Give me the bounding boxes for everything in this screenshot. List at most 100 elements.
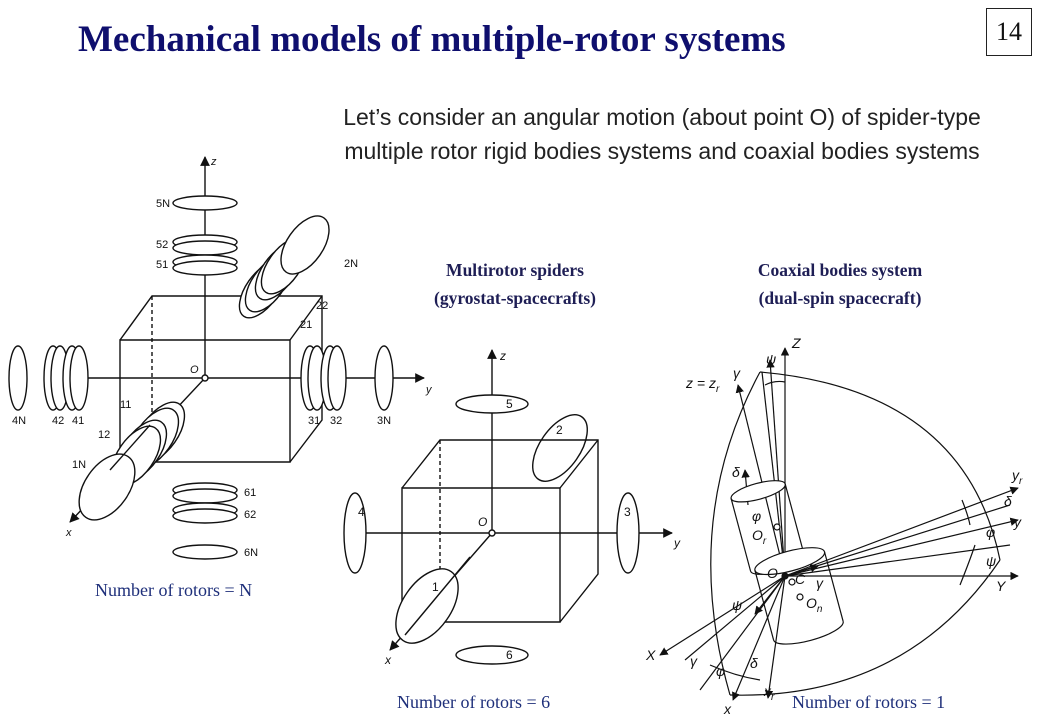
fig2-z-label: z: [499, 349, 506, 363]
fig3-y-label: y: [1013, 514, 1022, 530]
fig3-Or-sub: r: [763, 536, 767, 547]
fig3-On-label: On: [806, 595, 823, 615]
figure-six-rotors: [343, 349, 673, 665]
fig3-gamma-dot-label: γ: [816, 575, 824, 591]
fig3-delta-b-label: δ: [750, 655, 758, 671]
fig3-phi-b-label: φ: [716, 663, 725, 679]
rotor-5: [455, 394, 529, 414]
label-41: 41: [72, 415, 84, 427]
caption-six-rotors: Number of rotors = 6: [397, 692, 551, 712]
fig3-phi-label: φ: [752, 508, 761, 524]
fig2-x-label: x: [384, 653, 392, 667]
spiders-title: Multirotor spiders: [446, 260, 584, 280]
coaxial-title: Coaxial bodies system: [757, 260, 923, 280]
label-21: 21: [300, 319, 312, 331]
label-11: 11: [120, 399, 131, 411]
label-6n: 6N: [244, 547, 258, 559]
label-52: 52: [156, 239, 168, 251]
fig3-delta-dot-label: δ: [732, 464, 740, 480]
fig3-z-text: z = z: [685, 375, 716, 391]
fig3-labels: Z ψ γ z = zr δ φ Or O C On ψ γ yr δ y φ …: [645, 335, 1023, 717]
fig3-X-label: X: [645, 647, 656, 663]
fig3-delta-label: δ: [1004, 493, 1012, 509]
fig2-labels: z y x O 1 2 3 4 5 6: [358, 349, 681, 667]
figure-coaxial: [659, 347, 1019, 701]
label-22: 22: [316, 300, 328, 312]
fig3-xr-sub: r: [771, 692, 775, 703]
coaxial-subtitle: (dual-spin spacecraft): [758, 288, 922, 308]
coaxial-heading: Coaxial bodies system (dual-spin spacecr…: [705, 256, 975, 312]
rotor-6-label: 6: [506, 648, 513, 662]
label-2n: 2N: [344, 258, 358, 270]
fig3-yr-label: yr: [1011, 467, 1023, 487]
label-51: 51: [156, 259, 168, 271]
figure-n-rotors: [8, 156, 425, 560]
rotor-2-label: 2: [556, 423, 563, 437]
fig2-origin-label: O: [478, 515, 487, 529]
disk-52: [172, 240, 238, 256]
disk-41: [69, 345, 89, 411]
fig3-x-label: x: [723, 701, 732, 717]
intro-text: Let’s consider an angular motion (about …: [343, 104, 981, 164]
fig1-labels: z y x O 5N 52 51 2N 22 21 4N 42 41 31 32…: [12, 156, 433, 559]
fig3-O-label: O: [767, 565, 778, 581]
fig3-xr-label: xr: [763, 683, 775, 703]
fig3-yr-text: y: [1011, 467, 1020, 483]
arc-bottom: [729, 559, 1001, 696]
fig3-Or-text: O: [752, 527, 763, 543]
fig3-y-axis: [784, 517, 1019, 577]
rotor-5-label: 5: [506, 397, 513, 411]
fig3-Or-label: Or: [752, 527, 767, 547]
fig3-psi-r-label: ψ: [986, 553, 996, 569]
fig3-z-label: z = zr: [685, 375, 720, 395]
fig1-z-label: z: [210, 156, 217, 168]
disk-32: [327, 345, 347, 411]
label-61: 61: [244, 487, 256, 499]
disk-1n: [78, 453, 136, 521]
disk-6n: [172, 544, 238, 560]
label-4n: 4N: [12, 415, 26, 427]
label-12: 12: [98, 429, 110, 441]
fig3-phi-r-label: φ: [986, 524, 995, 540]
disk-61: [172, 488, 238, 504]
fig3-yr-sub: r: [1019, 476, 1023, 487]
label-5n: 5N: [156, 198, 170, 210]
fig3-xr-text: x: [763, 683, 772, 699]
psi-dot-vector: [754, 575, 786, 615]
fig3-Y-label: Y: [996, 578, 1007, 594]
fig3-z-axis: [735, 384, 786, 577]
fig3-gamma-label: γ: [733, 365, 741, 381]
fig3-psi-label: ψ: [766, 351, 776, 367]
spiders-heading: Multirotor spiders (gyrostat-spacecrafts…: [380, 256, 650, 312]
label-62: 62: [244, 509, 256, 521]
fig3-yr-axis: [784, 486, 1019, 577]
label-42: 42: [52, 415, 64, 427]
rotor-1-label: 1: [432, 580, 439, 594]
disk-62: [172, 508, 238, 524]
caption-n-rotors: Number of rotors = N: [95, 580, 253, 600]
disk-4n: [8, 345, 28, 411]
rotor-4-label: 4: [358, 505, 365, 519]
lower-body: [754, 547, 844, 645]
fig3-z-sub: r: [716, 384, 720, 395]
disk-3n: [374, 345, 394, 411]
disk-2n: [280, 215, 330, 275]
label-31: 31: [308, 415, 320, 427]
caption-one-rotor: Number of rotors = 1: [792, 692, 946, 712]
arc-outer: [759, 371, 1001, 561]
fig3-X-axis: [659, 575, 786, 656]
fig3-Z-label: Z: [791, 335, 801, 351]
fig3-C-label: C: [795, 571, 806, 587]
fig3-On-sub: n: [817, 604, 823, 615]
rotor-3-label: 3: [624, 505, 631, 519]
fig1-y-label: y: [425, 384, 433, 396]
label-1n: 1N: [72, 459, 86, 471]
fig3-xr-axis: [764, 575, 786, 699]
label-32: 32: [330, 415, 342, 427]
rotor-6: [455, 645, 529, 665]
fig1-x-label: x: [65, 527, 72, 539]
arc-left: [710, 371, 761, 696]
disk-5n: [172, 195, 238, 211]
gamma-dot-vector: [784, 564, 819, 577]
